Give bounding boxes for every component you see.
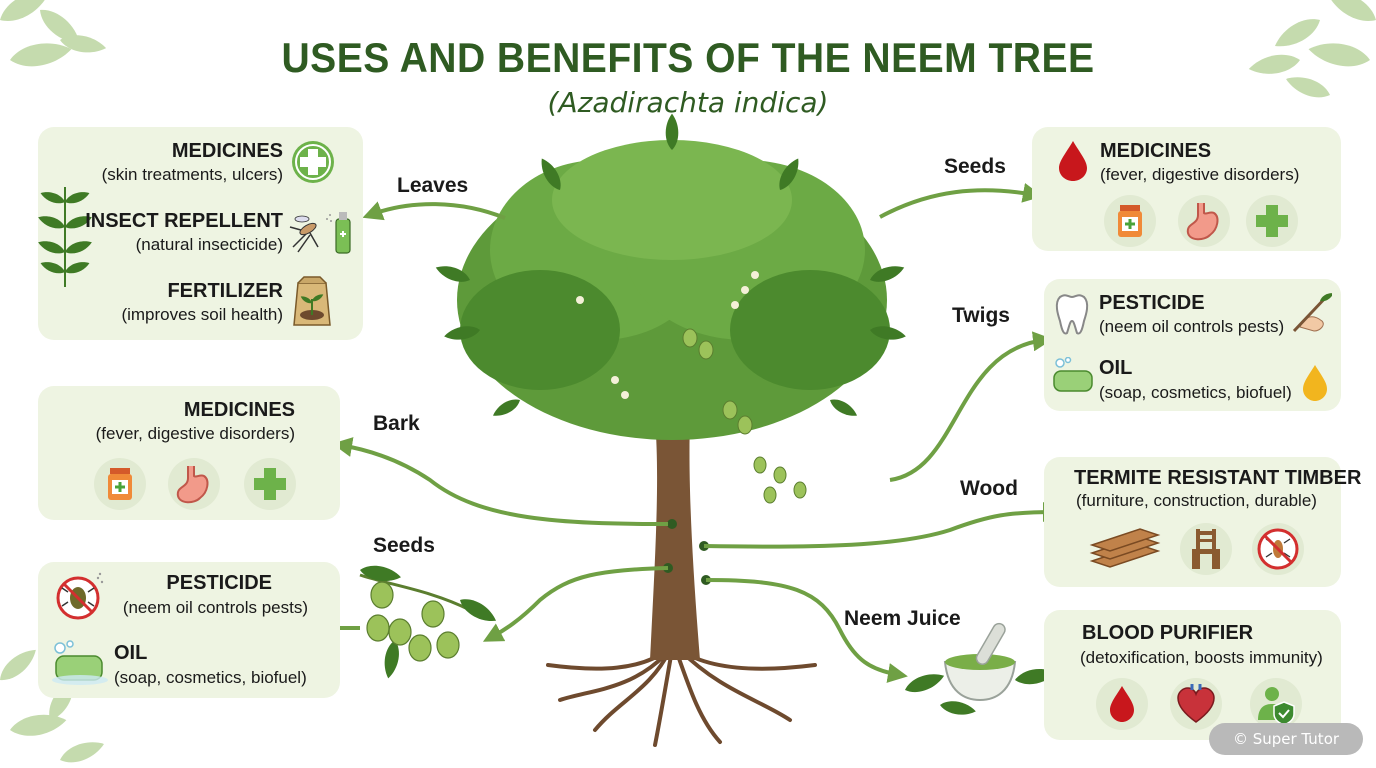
seeds-left-item-title: OIL: [114, 642, 148, 664]
twigs-item-title: PESTICIDE: [1099, 292, 1205, 314]
leaves-uses-box: MEDICINES (skin treatments, ulcers) INSE…: [36, 127, 363, 340]
tooth-icon: [1055, 294, 1089, 335]
twigs-item-desc: (neem oil controls pests): [1099, 317, 1285, 336]
label-twigs: Twigs: [952, 304, 1010, 327]
wood-planks-icon: [1089, 528, 1161, 568]
immune-shield-icon: [1250, 678, 1302, 730]
leaves-item-title: FERTILIZER: [167, 280, 283, 302]
watermark-badge: © Super Tutor: [1209, 723, 1363, 755]
medical-cross-icon: [244, 458, 296, 510]
bark-uses-box: MEDICINES (fever, digestive disorders): [38, 386, 340, 520]
seeds-twig-illustration: [358, 562, 500, 680]
juice-item-title: BLOOD PURIFIER: [1082, 622, 1254, 644]
seeds-right-item-title: MEDICINES: [1100, 140, 1212, 162]
medicine-bottle-icon: [94, 458, 146, 510]
bark-item-title: MEDICINES: [183, 399, 295, 421]
juice-item-desc: (detoxification, boosts immunity): [1080, 648, 1323, 667]
label-seeds-right: Seeds: [944, 155, 1006, 178]
neem-leaf-sprig-icon: [36, 187, 94, 287]
page-subtitle: (Azadirachta indica): [547, 86, 829, 119]
arrow-twigs: [889, 331, 1053, 482]
label-seeds-left: Seeds: [373, 534, 435, 557]
arrow-juice: [705, 578, 908, 683]
twigs-item-desc: (soap, cosmetics, biofuel): [1099, 383, 1292, 402]
medical-cross-icon: [292, 141, 334, 183]
wood-item-desc: (furniture, construction, durable): [1076, 491, 1317, 510]
neem-fruits: [682, 328, 807, 504]
label-leaves: Leaves: [397, 174, 469, 197]
arrow-bark: [332, 437, 669, 526]
fertilizer-bag-icon: [293, 276, 331, 326]
tree-roots: [546, 648, 817, 747]
leaves-item-desc: (natural insecticide): [135, 235, 283, 254]
stomach-icon: [1178, 195, 1230, 247]
blood-drop-icon: [1059, 141, 1087, 181]
tree-canopy: [457, 140, 890, 440]
label-neem-juice: Neem Juice: [844, 607, 961, 630]
bark-item-desc: (fever, digestive disorders): [95, 424, 295, 443]
label-bark: Bark: [373, 412, 420, 435]
soap-icon: [52, 640, 108, 685]
medical-cross-icon: [1246, 195, 1298, 247]
leaves-item-desc: (improves soil health): [121, 305, 283, 324]
neem-flowers: [576, 271, 759, 399]
connector-arrows: [310, 183, 1063, 683]
arrow-leaves: [362, 201, 506, 221]
arrow-seeds-left: [482, 566, 669, 642]
seeds-right-item-desc: (fever, digestive disorders): [1100, 165, 1300, 184]
stomach-icon: [168, 458, 220, 510]
twigs-item-title: OIL: [1099, 357, 1133, 379]
twig-hand-icon: [1292, 291, 1332, 333]
leaves-item-title: INSECT REPELLENT: [85, 210, 283, 232]
no-termite-icon: [1252, 523, 1304, 575]
leaves-item-desc: (skin treatments, ulcers): [101, 165, 283, 184]
seeds-left-item-desc: (neem oil controls pests): [122, 598, 308, 617]
juice-uses-box: BLOOD PURIFIER (detoxification, boosts i…: [1044, 610, 1341, 740]
arrow-seeds-right: [879, 183, 1043, 219]
twigs-uses-box: PESTICIDE (neem oil controls pests) OIL …: [1044, 279, 1341, 411]
seeds-right-uses-box: MEDICINES (fever, digestive disorders): [1032, 127, 1341, 251]
label-wood: Wood: [960, 477, 1018, 500]
wood-uses-box: TERMITE RESISTANT TIMBER (furniture, con…: [1044, 457, 1361, 587]
blood-drop-icon: [1096, 678, 1148, 730]
medicine-bottle-icon: [1104, 195, 1156, 247]
page-title: USES AND BENEFITS OF THE NEEM TREE: [281, 34, 1095, 81]
leaves-item-title: MEDICINES: [171, 140, 283, 162]
heart-icon: [1170, 678, 1222, 730]
chair-icon: [1180, 523, 1232, 575]
wood-item-title: TERMITE RESISTANT TIMBER: [1074, 467, 1362, 489]
arrow-wood: [703, 502, 1063, 549]
tree-trunk: [650, 420, 700, 660]
mosquito-spray-icon: [289, 212, 351, 254]
seeds-left-uses-box: PESTICIDE (neem oil controls pests) OIL …: [38, 562, 340, 698]
seeds-left-item-title: PESTICIDE: [166, 572, 272, 594]
mortar-pestle-illustration: [902, 622, 1058, 718]
soap-icon: [1053, 357, 1093, 392]
oil-drop-icon: [1303, 365, 1327, 401]
seeds-left-item-desc: (soap, cosmetics, biofuel): [114, 668, 307, 687]
no-bug-icon: [56, 572, 104, 620]
